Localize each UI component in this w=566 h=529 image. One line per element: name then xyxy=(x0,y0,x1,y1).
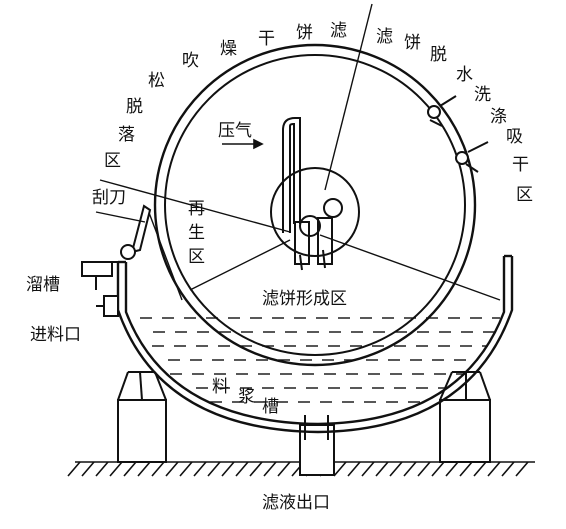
arc-right-char: 洗 xyxy=(474,85,491,105)
arc-right-char: 涤 xyxy=(490,107,507,127)
arc-right-char: 吸 xyxy=(506,127,523,147)
slurry-liquid xyxy=(140,317,500,403)
label-scraper: 刮刀 xyxy=(92,188,126,208)
regen-char: 区 xyxy=(188,247,205,267)
arc-left-char: 落 xyxy=(118,125,135,145)
slurry-tank-char: 浆 xyxy=(238,387,255,407)
zone-lines xyxy=(99,3,501,301)
arc-left-char: 脱 xyxy=(126,97,143,117)
arc-right-char: 干 xyxy=(512,155,529,175)
arc-right-char: 脱 xyxy=(430,45,447,65)
slurry-tank xyxy=(116,254,514,434)
drum xyxy=(153,43,477,367)
compressed-air-pipe xyxy=(282,117,301,233)
arc-left-char: 松 xyxy=(148,71,165,91)
label-filtrate-outlet: 滤液出口 xyxy=(262,493,330,513)
regen-char: 生 xyxy=(188,223,205,243)
labels: 滤饼干燥吹松脱落区 滤饼脱水洗涤吸干区 压气 刮刀 再生区 溜槽 进料口 滤饼形… xyxy=(26,21,533,513)
label-cake-forming-zone: 滤饼形成区 xyxy=(262,289,347,309)
support-right xyxy=(439,371,491,463)
arc-left-char: 饼 xyxy=(296,23,313,43)
arc-right-char: 滤 xyxy=(376,27,393,47)
label-feed-inlet: 进料口 xyxy=(30,325,81,345)
feed-inlet xyxy=(96,295,119,317)
arc-left-char: 燥 xyxy=(220,39,237,59)
arc-right-char: 区 xyxy=(516,185,533,205)
label-compressed-air: 压气 xyxy=(218,121,252,141)
slurry-tank-char: 槽 xyxy=(262,397,279,417)
regen-char: 再 xyxy=(188,199,205,219)
arc-left-char: 滤 xyxy=(330,21,347,41)
arc-left-char: 干 xyxy=(258,29,275,49)
air-arrow xyxy=(222,138,264,150)
label-slurry-tank: 料浆槽 xyxy=(212,377,279,417)
arc-right-char: 水 xyxy=(456,65,473,85)
label-arc-right: 滤饼脱水洗涤吸干区 xyxy=(376,27,533,205)
arc-right-char: 饼 xyxy=(404,33,421,53)
slurry-tank-char: 料 xyxy=(212,377,229,397)
label-regen-zone: 再生区 xyxy=(188,199,205,267)
overflow-trough xyxy=(81,261,118,290)
label-overflow-trough: 溜槽 xyxy=(26,275,60,295)
support-left xyxy=(117,371,167,463)
arc-left-char: 区 xyxy=(104,151,121,171)
scraper-blade xyxy=(95,204,152,260)
arc-left-char: 吹 xyxy=(182,51,199,71)
wash-nozzles xyxy=(427,95,489,173)
distribution-head xyxy=(270,167,360,271)
